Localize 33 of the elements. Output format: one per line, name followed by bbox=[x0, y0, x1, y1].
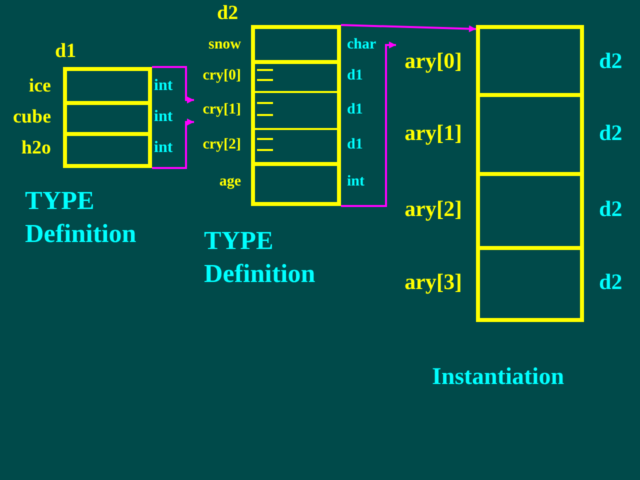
field-name: ice bbox=[28, 76, 51, 96]
field-name: cry[0] bbox=[202, 68, 241, 83]
type-name: int bbox=[154, 108, 173, 124]
arrow bbox=[340, 24, 476, 32]
type-name: d2 bbox=[599, 271, 622, 293]
field-name: cry[1] bbox=[202, 102, 241, 117]
field-name: cube bbox=[13, 107, 51, 126]
field-name: cry[2] bbox=[202, 138, 241, 152]
type-name: d2 bbox=[599, 50, 622, 72]
field-name: age bbox=[219, 174, 241, 190]
type-name: int bbox=[347, 174, 365, 190]
field-name: h2o bbox=[21, 138, 51, 158]
type-name: d1 bbox=[347, 68, 363, 83]
array-element-name: ary[3] bbox=[404, 271, 462, 293]
type-name: char bbox=[347, 37, 376, 52]
type-name: d2 bbox=[599, 198, 622, 220]
caption-text: TYPE Definition bbox=[25, 185, 138, 250]
array-element-name: ary[0] bbox=[404, 50, 462, 72]
arrow bbox=[152, 118, 194, 169]
type-name: d2 bbox=[599, 122, 622, 144]
type-name: d1 bbox=[347, 138, 363, 152]
array-element-name: ary[1] bbox=[404, 122, 462, 144]
type-name: int bbox=[154, 140, 173, 156]
struct-name: d2 bbox=[217, 3, 238, 23]
arrow bbox=[341, 42, 396, 207]
arrow bbox=[152, 66, 194, 104]
array-element-name: ary[2] bbox=[404, 198, 462, 220]
field-name: snow bbox=[208, 37, 241, 52]
caption-text: TYPE Definition bbox=[204, 225, 316, 290]
type-name: int bbox=[154, 78, 173, 94]
type-name: d1 bbox=[347, 102, 363, 117]
struct-name: d1 bbox=[55, 41, 76, 61]
caption-text: Instantiation bbox=[432, 363, 566, 392]
